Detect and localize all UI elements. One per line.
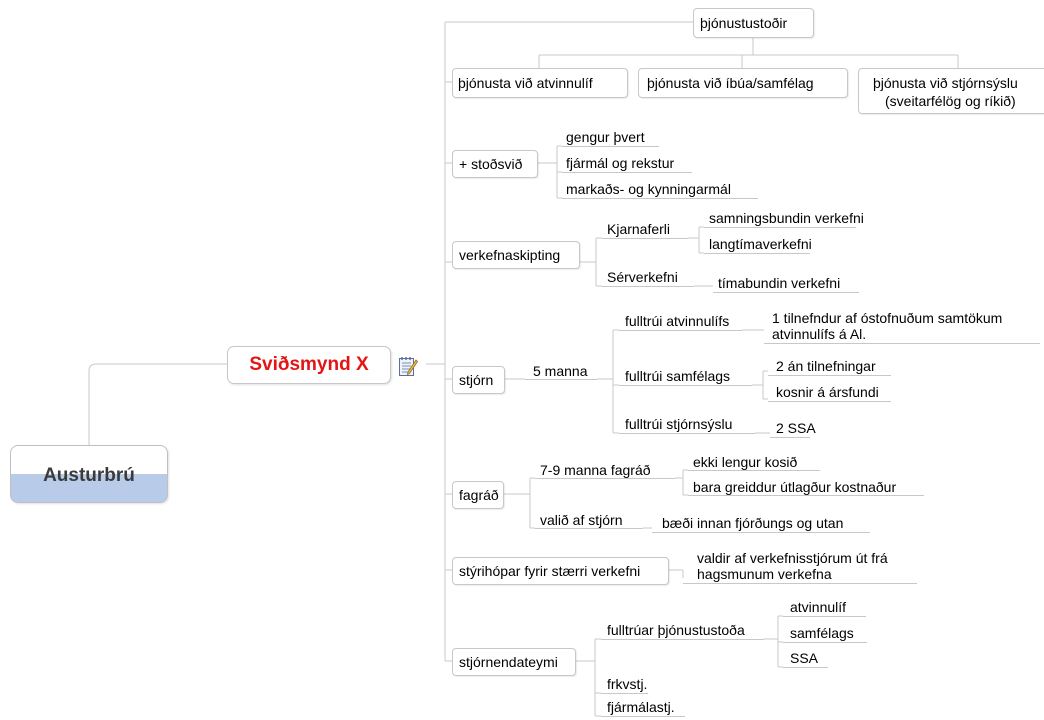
subtopic-underline [601, 639, 764, 640]
topic-label-line2: (sveitarfélög og ríkið) [885, 93, 1016, 109]
topic-thjonusta-atvinnulif[interactable]: þjónusta við atvinnulíf [452, 68, 628, 98]
root-topic-label: Austurbrú [43, 465, 135, 486]
subtopic-label[interactable]: 1 tilnefndur af óstofnuðum samtökum [772, 310, 1003, 326]
subtopic-label[interactable]: 2 án tilnefningar [776, 358, 876, 374]
subtopic-underline [688, 495, 924, 496]
topic-thjonusta-stjornsyslu[interactable]: þjónusta við stjórnsýslu (sveitarfélög o… [858, 68, 1044, 114]
subtopic-underline [783, 642, 867, 643]
subtopic-underline [704, 253, 810, 254]
topic-thjonusta-ibua[interactable]: þjónusta við íbúa/samfélag [638, 68, 848, 98]
topic-label: + stoðsvið [459, 156, 523, 172]
subtopic-label[interactable]: fjármálastj. [607, 699, 675, 715]
subtopic-underline [601, 693, 648, 694]
subtopic-label[interactable]: frkvstj. [607, 676, 648, 692]
topic-label: þjónusta við íbúa/samfélag [647, 75, 814, 91]
topic-stjorn[interactable]: stjórn [452, 366, 505, 394]
subtopic-underline [768, 375, 891, 376]
subtopic-underline [562, 198, 758, 199]
notepad-icon[interactable] [398, 355, 418, 377]
subtopic-underline [602, 238, 688, 239]
subtopic-underline [713, 292, 859, 293]
topic-verkefnaskipting[interactable]: verkefnaskipting [452, 241, 580, 269]
subtopic-label[interactable]: gengur þvert [566, 129, 645, 145]
subtopic-underline [688, 470, 820, 471]
subtopic-label-line2: atvinnulífs á Al. [772, 326, 867, 342]
subtopic-label[interactable]: bara greiddur útlagður kostnaður [693, 479, 897, 495]
subtopic-label[interactable]: 5 manna [533, 363, 588, 379]
topic-label: þjónusta við stjórnsýslu [873, 75, 1018, 91]
subtopic-underline [619, 330, 742, 331]
subtopic-label[interactable]: fulltrúi samfélags [625, 368, 731, 384]
subtopic-underline [562, 146, 659, 147]
central-topic[interactable]: Sviðsmynd X [227, 346, 391, 384]
subtopic-label[interactable]: kosnir á ársfundi [776, 384, 879, 400]
subtopic-label[interactable]: fulltrúi stjórnsýslu [625, 416, 733, 432]
topic-styrihopar[interactable]: stýrihópar fyrir stærri verkefni [452, 557, 669, 585]
subtopic-label[interactable]: langtímaverkefni [709, 236, 812, 252]
root-topic[interactable]: Austurbrú [10, 445, 168, 503]
subtopic-underline [683, 583, 917, 584]
subtopic-underline [601, 716, 685, 717]
subtopic-label[interactable]: tímabundin verkefni [718, 275, 841, 291]
subtopic-label[interactable]: bæði innan fjórðungs og utan [662, 515, 844, 531]
subtopic-underline [619, 385, 752, 386]
topic-fagrad[interactable]: fagráð [452, 481, 504, 509]
subtopic-label[interactable]: ekki lengur kosið [693, 454, 798, 470]
topic-label: verkefnaskipting [459, 247, 561, 263]
subtopic-serverkefni[interactable]: Sérverkefni [607, 269, 678, 285]
topic-thjonustustodir[interactable]: þjónustustoðir [693, 8, 814, 38]
topic-label: þjónustustoðir [700, 15, 788, 31]
subtopic-kjarnaferli[interactable]: Kjarnaferli [607, 221, 671, 237]
subtopic-label[interactable]: samfélags [790, 625, 854, 641]
topic-stodsvid[interactable]: + stoðsvið [452, 150, 538, 178]
subtopic-underline [704, 227, 856, 228]
subtopic-label[interactable]: atvinnulíf [790, 599, 847, 615]
subtopic-label[interactable]: SSA [790, 650, 819, 666]
subtopic-underline [764, 343, 1040, 344]
subtopic-label[interactable]: markaðs- og kynningarmál [566, 181, 731, 197]
subtopic-underline [783, 616, 866, 617]
subtopic-underline [768, 401, 891, 402]
subtopic-label[interactable]: 7-9 manna fagráð [540, 462, 651, 478]
subtopic-label[interactable]: fulltrúar þjónustustoða [607, 622, 745, 638]
topic-label: fagráð [459, 487, 499, 503]
subtopic-underline [562, 172, 692, 173]
subtopic-underline [652, 532, 870, 533]
subtopic-label[interactable]: 2 SSA [776, 420, 816, 436]
topic-label: stýrihópar fyrir stærri verkefni [459, 563, 641, 579]
topic-label: þjónusta við atvinnulíf [458, 75, 593, 91]
subtopic-label[interactable]: fjármál og rekstur [566, 155, 675, 171]
subtopic-label[interactable]: samningsbundin verkefni [709, 210, 864, 226]
subtopic-underline [602, 286, 694, 287]
subtopic-underline [535, 478, 675, 479]
subtopic-label[interactable]: fulltrúi atvinnulífs [625, 313, 730, 329]
topic-stjornendateymi[interactable]: stjórnendateymi [452, 648, 576, 676]
central-topic-label: Sviðsmynd X [249, 354, 369, 375]
topic-label: stjórnendateymi [459, 654, 558, 670]
subtopic-label[interactable]: valdir af verkefnisstjórum út frá [697, 550, 888, 566]
subtopic-underline [783, 667, 828, 668]
subtopic-label-line2: hagsmunum verkefna [697, 566, 832, 582]
subtopic-underline [770, 437, 810, 438]
subtopic-label[interactable]: valið af stjórn [540, 512, 623, 528]
subtopic-underline [525, 379, 597, 380]
subtopic-underline [619, 433, 755, 434]
topic-label: stjórn [459, 372, 494, 388]
subtopic-underline [535, 528, 643, 529]
